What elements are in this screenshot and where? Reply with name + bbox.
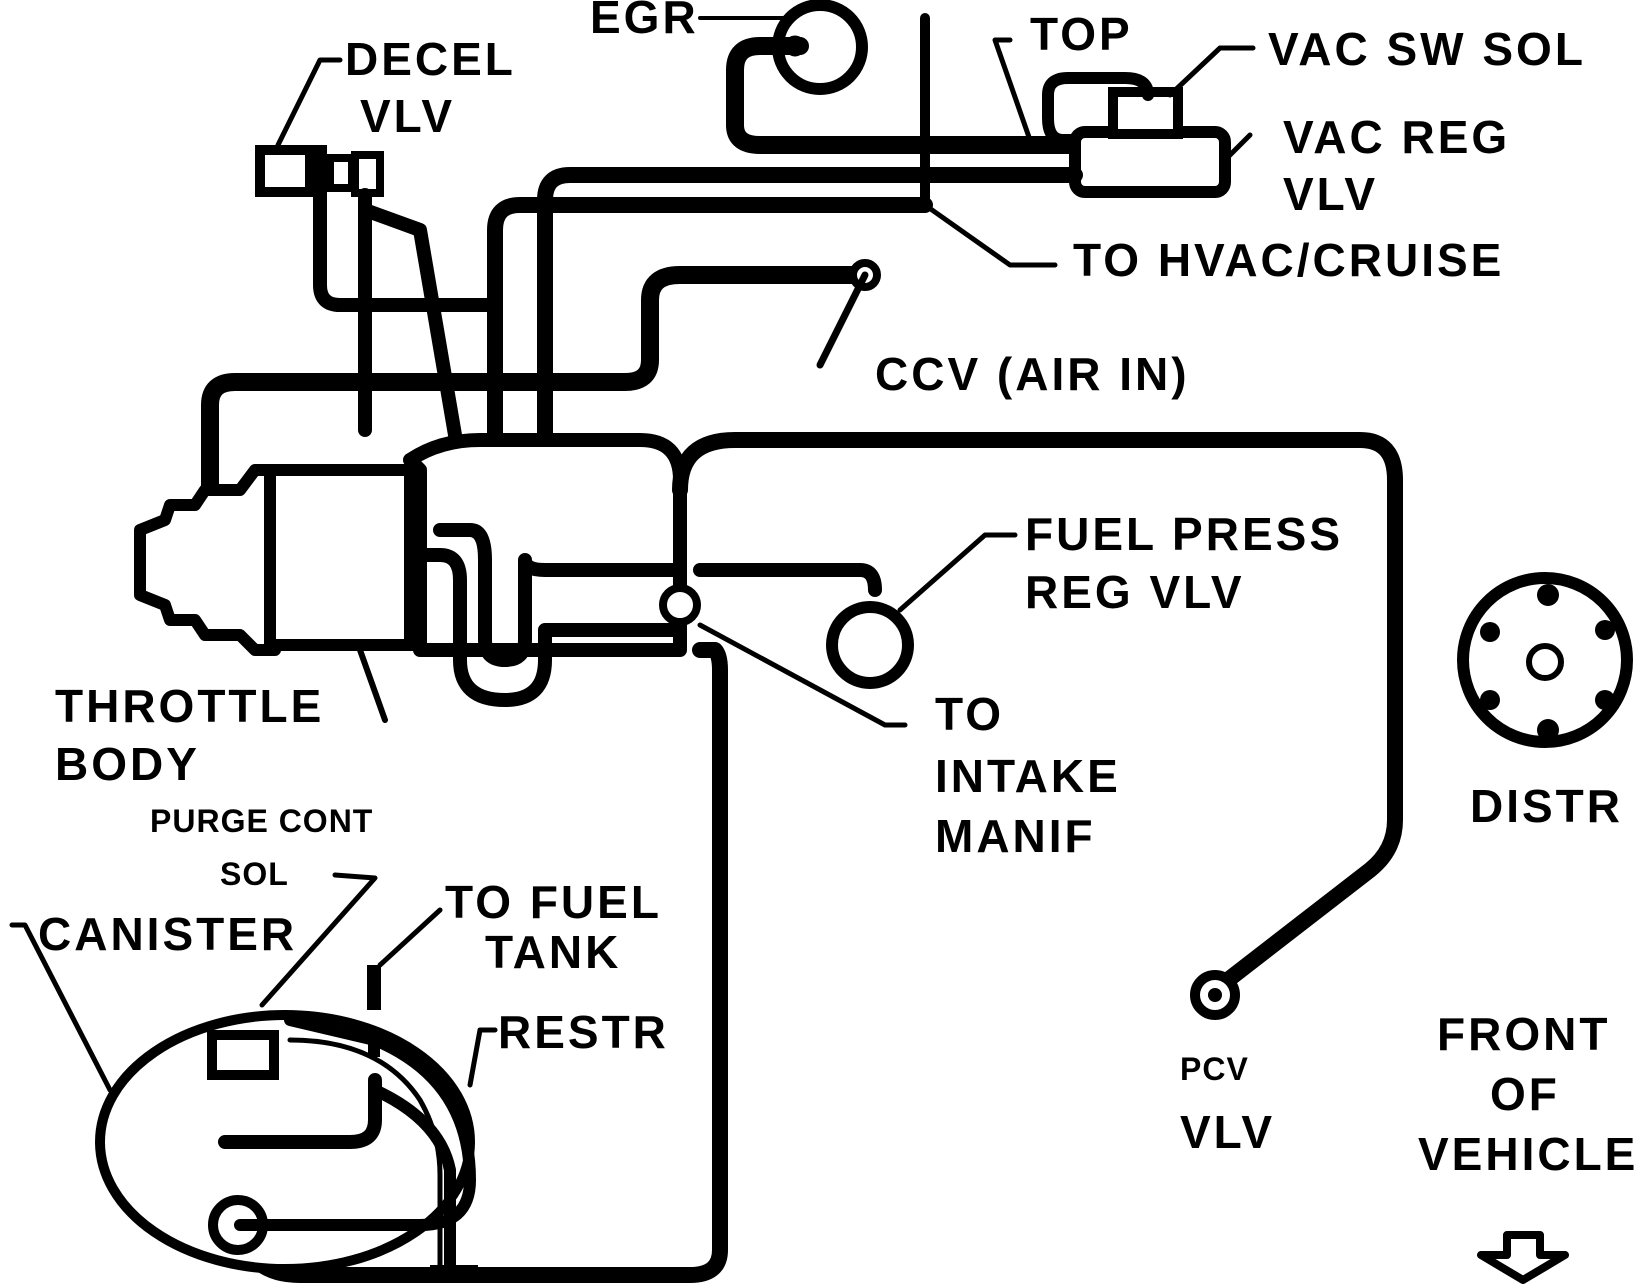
label-throttle-body-line1: THROTTLE (55, 680, 324, 732)
label-vac-reg-vlv-line2: VLV (1283, 168, 1378, 220)
label-to-hvac-cruise: TO HVAC/CRUISE (1073, 234, 1504, 286)
fuel-press-reg-valve (826, 601, 914, 689)
label-to-fuel-tank-line1: TO FUEL (445, 876, 662, 928)
label-to-intake-manif-line3: MANIF (935, 810, 1096, 862)
label-egr: EGR (590, 0, 699, 43)
distributor (1457, 572, 1633, 748)
label-decel-vlv-line1: DECEL (345, 33, 516, 85)
label-ccv-air-in: CCV (AIR IN) (875, 348, 1190, 400)
decel-valve (255, 145, 384, 197)
label-restr: RESTR (498, 1006, 669, 1058)
label-vac-sw-sol: VAC SW SOL (1268, 23, 1586, 75)
intake-manif-fitting (659, 584, 701, 626)
label-front-of-vehicle-line2: OF (1490, 1068, 1560, 1120)
label-canister: CANISTER (38, 908, 297, 960)
label-to-intake-manif-line2: INTAKE (935, 750, 1121, 802)
canister (95, 965, 478, 1276)
label-purge-cont-sol-line1: PURGE CONT (150, 803, 373, 839)
vac-reg-valve (1069, 126, 1231, 198)
top-hose (1042, 72, 1154, 146)
label-fuel-press-reg-vlv-line1: FUEL PRESS (1025, 508, 1343, 560)
leader-lines (9, 37, 1256, 1093)
label-fuel-press-reg-vlv-line2: REG VLV (1025, 566, 1245, 618)
label-distr: DISTR (1470, 780, 1623, 832)
label-front-of-vehicle-line3: VEHICLE (1418, 1128, 1638, 1180)
label-pcv-vlv-line1: PCV (1180, 1051, 1249, 1087)
label-to-intake-manif-line1: TO (935, 688, 1004, 740)
label-top: TOP (1030, 8, 1133, 60)
label-throttle-body-line2: BODY (55, 738, 200, 790)
down-arrow-icon (1477, 1231, 1569, 1284)
label-decel-vlv-line2: VLV (360, 90, 455, 142)
throttle-body (134, 433, 687, 707)
label-front-of-vehicle-line1: FRONT (1437, 1008, 1610, 1060)
label-purge-cont-sol-line2: SOL (220, 856, 289, 892)
label-to-fuel-tank-line2: TANK (485, 926, 621, 978)
label-vac-reg-vlv-line1: VAC REG (1283, 111, 1510, 163)
label-pcv-vlv-line2: VLV (1180, 1106, 1275, 1158)
